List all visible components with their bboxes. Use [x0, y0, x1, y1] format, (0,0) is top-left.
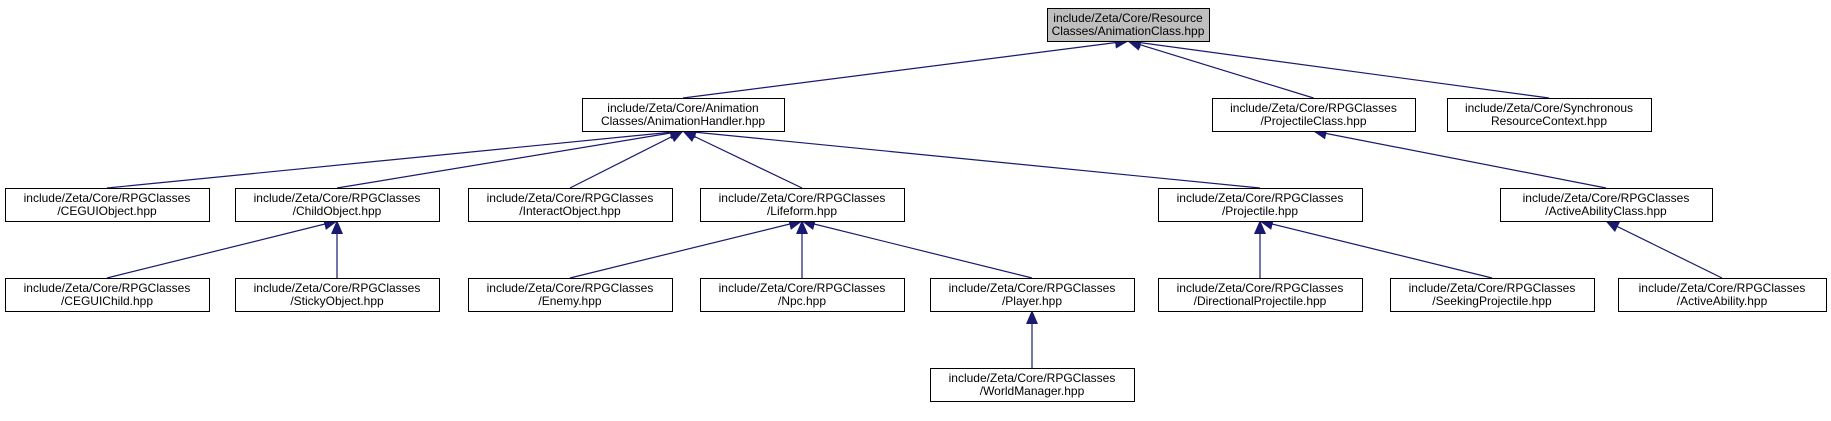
- node-child-object[interactable]: include/Zeta/Core/RPGClasses/ChildObject…: [235, 188, 440, 222]
- edge-cegui-object-to-animation-handler: [106, 126, 684, 189]
- node-label-line: include/Zeta/Core/RPGClasses: [949, 371, 1116, 385]
- edge-interact-object-to-animation-handler: [569, 130, 684, 189]
- node-label-line: /ProjectileClass.hpp: [1260, 114, 1366, 128]
- edge-seeking-projectile-to-projectile: [1259, 218, 1493, 279]
- edge-synchronous-resource-context-to-animation-class: [1127, 36, 1550, 99]
- node-label-line: /CEGUIObject.hpp: [57, 204, 157, 218]
- node-box: [468, 188, 673, 222]
- node-label-line: include/Zeta/Core/RPGClasses: [24, 191, 191, 205]
- edge-projectile-class-to-animation-class: [1127, 39, 1314, 99]
- node-label-line: include/Zeta/Core/RPGClasses: [1409, 281, 1576, 295]
- node-enemy[interactable]: include/Zeta/Core/RPGClasses/Enemy.hpp: [468, 278, 673, 312]
- node-label-line: /Enemy.hpp: [538, 294, 601, 308]
- node-label-line: /CEGUIChild.hpp: [61, 294, 153, 308]
- node-label-line: /InteractObject.hpp: [519, 204, 621, 218]
- node-player[interactable]: include/Zeta/Core/RPGClasses/Player.hpp: [930, 278, 1135, 312]
- edge-animation-handler-to-animation-class: [682, 36, 1129, 99]
- node-box: [700, 188, 905, 222]
- node-label-line: /ActiveAbilityClass.hpp: [1545, 204, 1667, 218]
- node-label-line: include/Zeta/Core/Resource: [1053, 11, 1203, 25]
- edge-player-to-lifeform: [801, 218, 1033, 279]
- node-label-line: /Projectile.hpp: [1222, 204, 1298, 218]
- node-synchronous-resource-context[interactable]: include/Zeta/Core/SynchronousResourceCon…: [1447, 98, 1652, 132]
- node-animation-handler[interactable]: include/Zeta/Core/AnimationClasses/Anima…: [582, 98, 785, 132]
- edge-lifeform-to-animation-handler: [682, 130, 803, 189]
- node-label-line: Classes/AnimationClass.hpp: [1052, 24, 1205, 38]
- node-active-ability[interactable]: include/Zeta/Core/RPGClasses/ActiveAbili…: [1618, 278, 1827, 312]
- node-lifeform[interactable]: include/Zeta/Core/RPGClasses/Lifeform.hp…: [700, 188, 905, 222]
- node-label-line: include/Zeta/Core/RPGClasses: [1177, 191, 1344, 205]
- node-interact-object[interactable]: include/Zeta/Core/RPGClasses/InteractObj…: [468, 188, 673, 222]
- node-box: [235, 278, 440, 312]
- node-active-ability-class[interactable]: include/Zeta/Core/RPGClasses/ActiveAbili…: [1500, 188, 1713, 222]
- node-box: [582, 98, 785, 132]
- node-layer: include/Zeta/Core/ResourceClasses/Animat…: [5, 8, 1827, 402]
- node-box: [930, 368, 1135, 402]
- node-projectile-class[interactable]: include/Zeta/Core/RPGClasses/ProjectileC…: [1212, 98, 1416, 132]
- node-box: [1618, 278, 1827, 312]
- node-label-line: include/Zeta/Core/RPGClasses: [1523, 191, 1690, 205]
- node-label-line: include/Zeta/Core/Synchronous: [1465, 101, 1633, 115]
- node-cegui-object[interactable]: include/Zeta/Core/RPGClasses/CEGUIObject…: [5, 188, 210, 222]
- node-label-line: /DirectionalProjectile.hpp: [1194, 294, 1327, 308]
- node-label-line: include/Zeta/Core/RPGClasses: [1177, 281, 1344, 295]
- node-label-line: include/Zeta/Core/RPGClasses: [1639, 281, 1806, 295]
- node-npc[interactable]: include/Zeta/Core/RPGClasses/Npc.hpp: [700, 278, 905, 312]
- node-animation-class[interactable]: include/Zeta/Core/ResourceClasses/Animat…: [1047, 8, 1210, 42]
- node-sticky-object[interactable]: include/Zeta/Core/RPGClasses/StickyObjec…: [235, 278, 440, 312]
- edge-enemy-to-lifeform: [569, 218, 803, 279]
- node-label-line: /ActiveAbility.hpp: [1677, 294, 1768, 308]
- node-box: [1390, 278, 1595, 312]
- node-box: [930, 278, 1135, 312]
- node-projectile[interactable]: include/Zeta/Core/RPGClasses/Projectile.…: [1158, 188, 1363, 222]
- node-label-line: include/Zeta/Core/RPGClasses: [487, 191, 654, 205]
- node-box: [700, 278, 905, 312]
- node-box: [5, 278, 210, 312]
- edge-child-object-to-animation-handler: [336, 127, 684, 189]
- node-box: [1500, 188, 1713, 222]
- node-box: [5, 188, 210, 222]
- node-box: [1212, 98, 1416, 132]
- edge-active-ability-to-active-ability-class: [1605, 220, 1723, 279]
- node-box: [1158, 188, 1363, 222]
- node-label-line: include/Zeta/Core/RPGClasses: [254, 281, 421, 295]
- node-label-line: include/Zeta/Core/RPGClasses: [719, 191, 886, 205]
- node-label-line: include/Zeta/Core/RPGClasses: [487, 281, 654, 295]
- node-box: [235, 188, 440, 222]
- node-label-line: /WorldManager.hpp: [980, 384, 1085, 398]
- node-label-line: include/Zeta/Core/RPGClasses: [1230, 101, 1397, 115]
- edge-layer: [106, 36, 1723, 368]
- node-label-line: include/Zeta/Core/RPGClasses: [24, 281, 191, 295]
- edge-cegui-child-to-child-object: [106, 218, 338, 279]
- node-label-line: include/Zeta/Core/RPGClasses: [949, 281, 1116, 295]
- node-label-line: /SeekingProjectile.hpp: [1432, 294, 1552, 308]
- node-label-line: /Lifeform.hpp: [767, 204, 837, 218]
- node-seeking-projectile[interactable]: include/Zeta/Core/RPGClasses/SeekingProj…: [1390, 278, 1595, 312]
- node-label-line: include/Zeta/Core/RPGClasses: [254, 191, 421, 205]
- node-label-line: include/Zeta/Core/RPGClasses: [719, 281, 886, 295]
- node-box: [1158, 278, 1363, 312]
- edge-projectile-to-animation-handler: [682, 126, 1261, 189]
- node-box: [468, 278, 673, 312]
- node-label-line: include/Zeta/Core/Animation: [607, 101, 758, 115]
- node-label-line: Classes/AnimationHandler.hpp: [601, 114, 765, 128]
- node-box: [1447, 98, 1652, 132]
- node-label-line: /Npc.hpp: [778, 294, 826, 308]
- node-box: [1047, 8, 1210, 42]
- node-label-line: /ChildObject.hpp: [293, 204, 382, 218]
- edge-active-ability-class-to-projectile-class: [1312, 127, 1607, 189]
- node-cegui-child[interactable]: include/Zeta/Core/RPGClasses/CEGUIChild.…: [5, 278, 210, 312]
- node-world-manager[interactable]: include/Zeta/Core/RPGClasses/WorldManage…: [930, 368, 1135, 402]
- node-label-line: /Player.hpp: [1002, 294, 1062, 308]
- node-label-line: ResourceContext.hpp: [1491, 114, 1607, 128]
- node-label-line: /StickyObject.hpp: [290, 294, 384, 308]
- node-directional-projectile[interactable]: include/Zeta/Core/RPGClasses/Directional…: [1158, 278, 1363, 312]
